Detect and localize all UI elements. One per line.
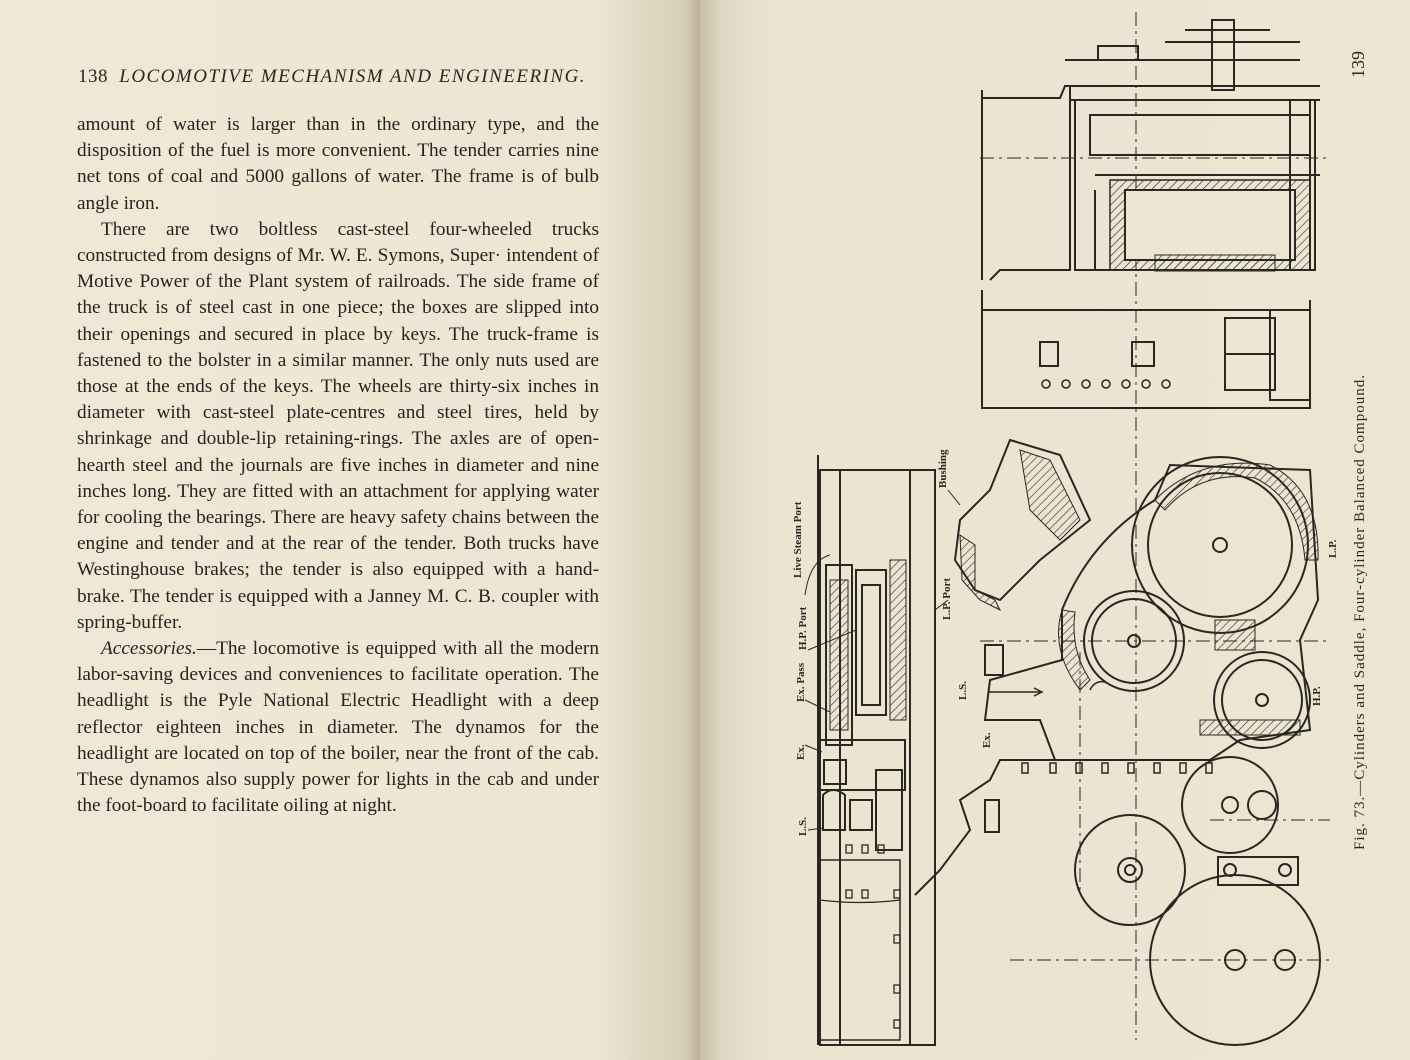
running-head: 138 LOCOMOTIVE MECHANISM AND ENGINEERING…: [78, 66, 586, 88]
label-ex-pass: Ex. Pass: [795, 662, 807, 702]
running-title: LOCOMOTIVE MECHANISM AND ENGINEERING.: [119, 66, 587, 87]
paragraph-water: amount of water is larger than in the or…: [77, 114, 599, 214]
label-lp-port: L.P. Port: [941, 578, 953, 620]
left-page: 138 LOCOMOTIVE MECHANISM AND ENGINEERING…: [0, 0, 700, 1060]
accessories-text: —The locomotive is equipped with all the…: [77, 638, 599, 817]
body-text: amount of water is larger than in the or…: [77, 112, 599, 819]
paragraph-accessories: Accessories.—The locomotive is equipped …: [77, 636, 599, 819]
drawing-side-section: [804, 455, 961, 1046]
accessories-lead: Accessories.: [101, 638, 197, 660]
figure-caption: Fig. 73.—Cylinders and Saddle, Four-cyli…: [1352, 374, 1368, 850]
label-ex-2: Ex.: [981, 732, 993, 748]
label-ex-1: Ex.: [795, 744, 807, 760]
label-lp: L.P.: [1327, 539, 1339, 558]
label-hp: H.P.: [1311, 686, 1323, 706]
drawing-labels: Live Steam Port Bushing L.P. Port H.P. P…: [792, 449, 1339, 836]
drawing-top-section: [980, 12, 1330, 1040]
label-ls-1: L.S.: [797, 817, 809, 836]
paragraph-trucks: There are two boltless cast-steel four-w…: [77, 218, 599, 633]
label-ls-2: L.S.: [957, 681, 969, 700]
drawing-end-section: [914, 438, 1330, 1046]
label-live-steam-port: Live Steam Port: [792, 501, 804, 578]
label-bushing: Bushing: [937, 449, 949, 488]
page-number-right: 139: [1348, 51, 1368, 78]
label-hp-port: H.P. Port: [797, 606, 809, 650]
page-number-left: 138: [78, 66, 108, 87]
